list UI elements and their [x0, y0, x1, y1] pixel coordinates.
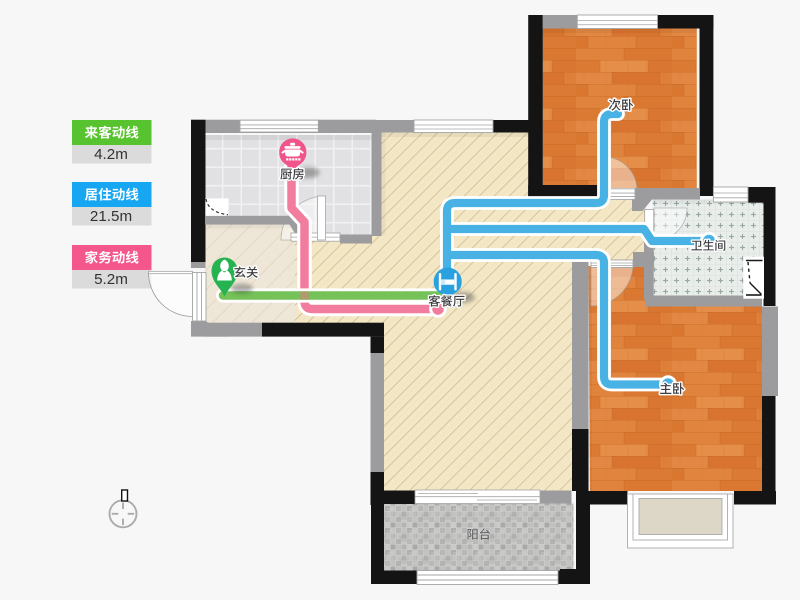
svg-text:4.2m: 4.2m: [94, 146, 128, 163]
svg-text:5.2m: 5.2m: [94, 271, 128, 288]
svg-text:21.5m: 21.5m: [90, 208, 132, 225]
